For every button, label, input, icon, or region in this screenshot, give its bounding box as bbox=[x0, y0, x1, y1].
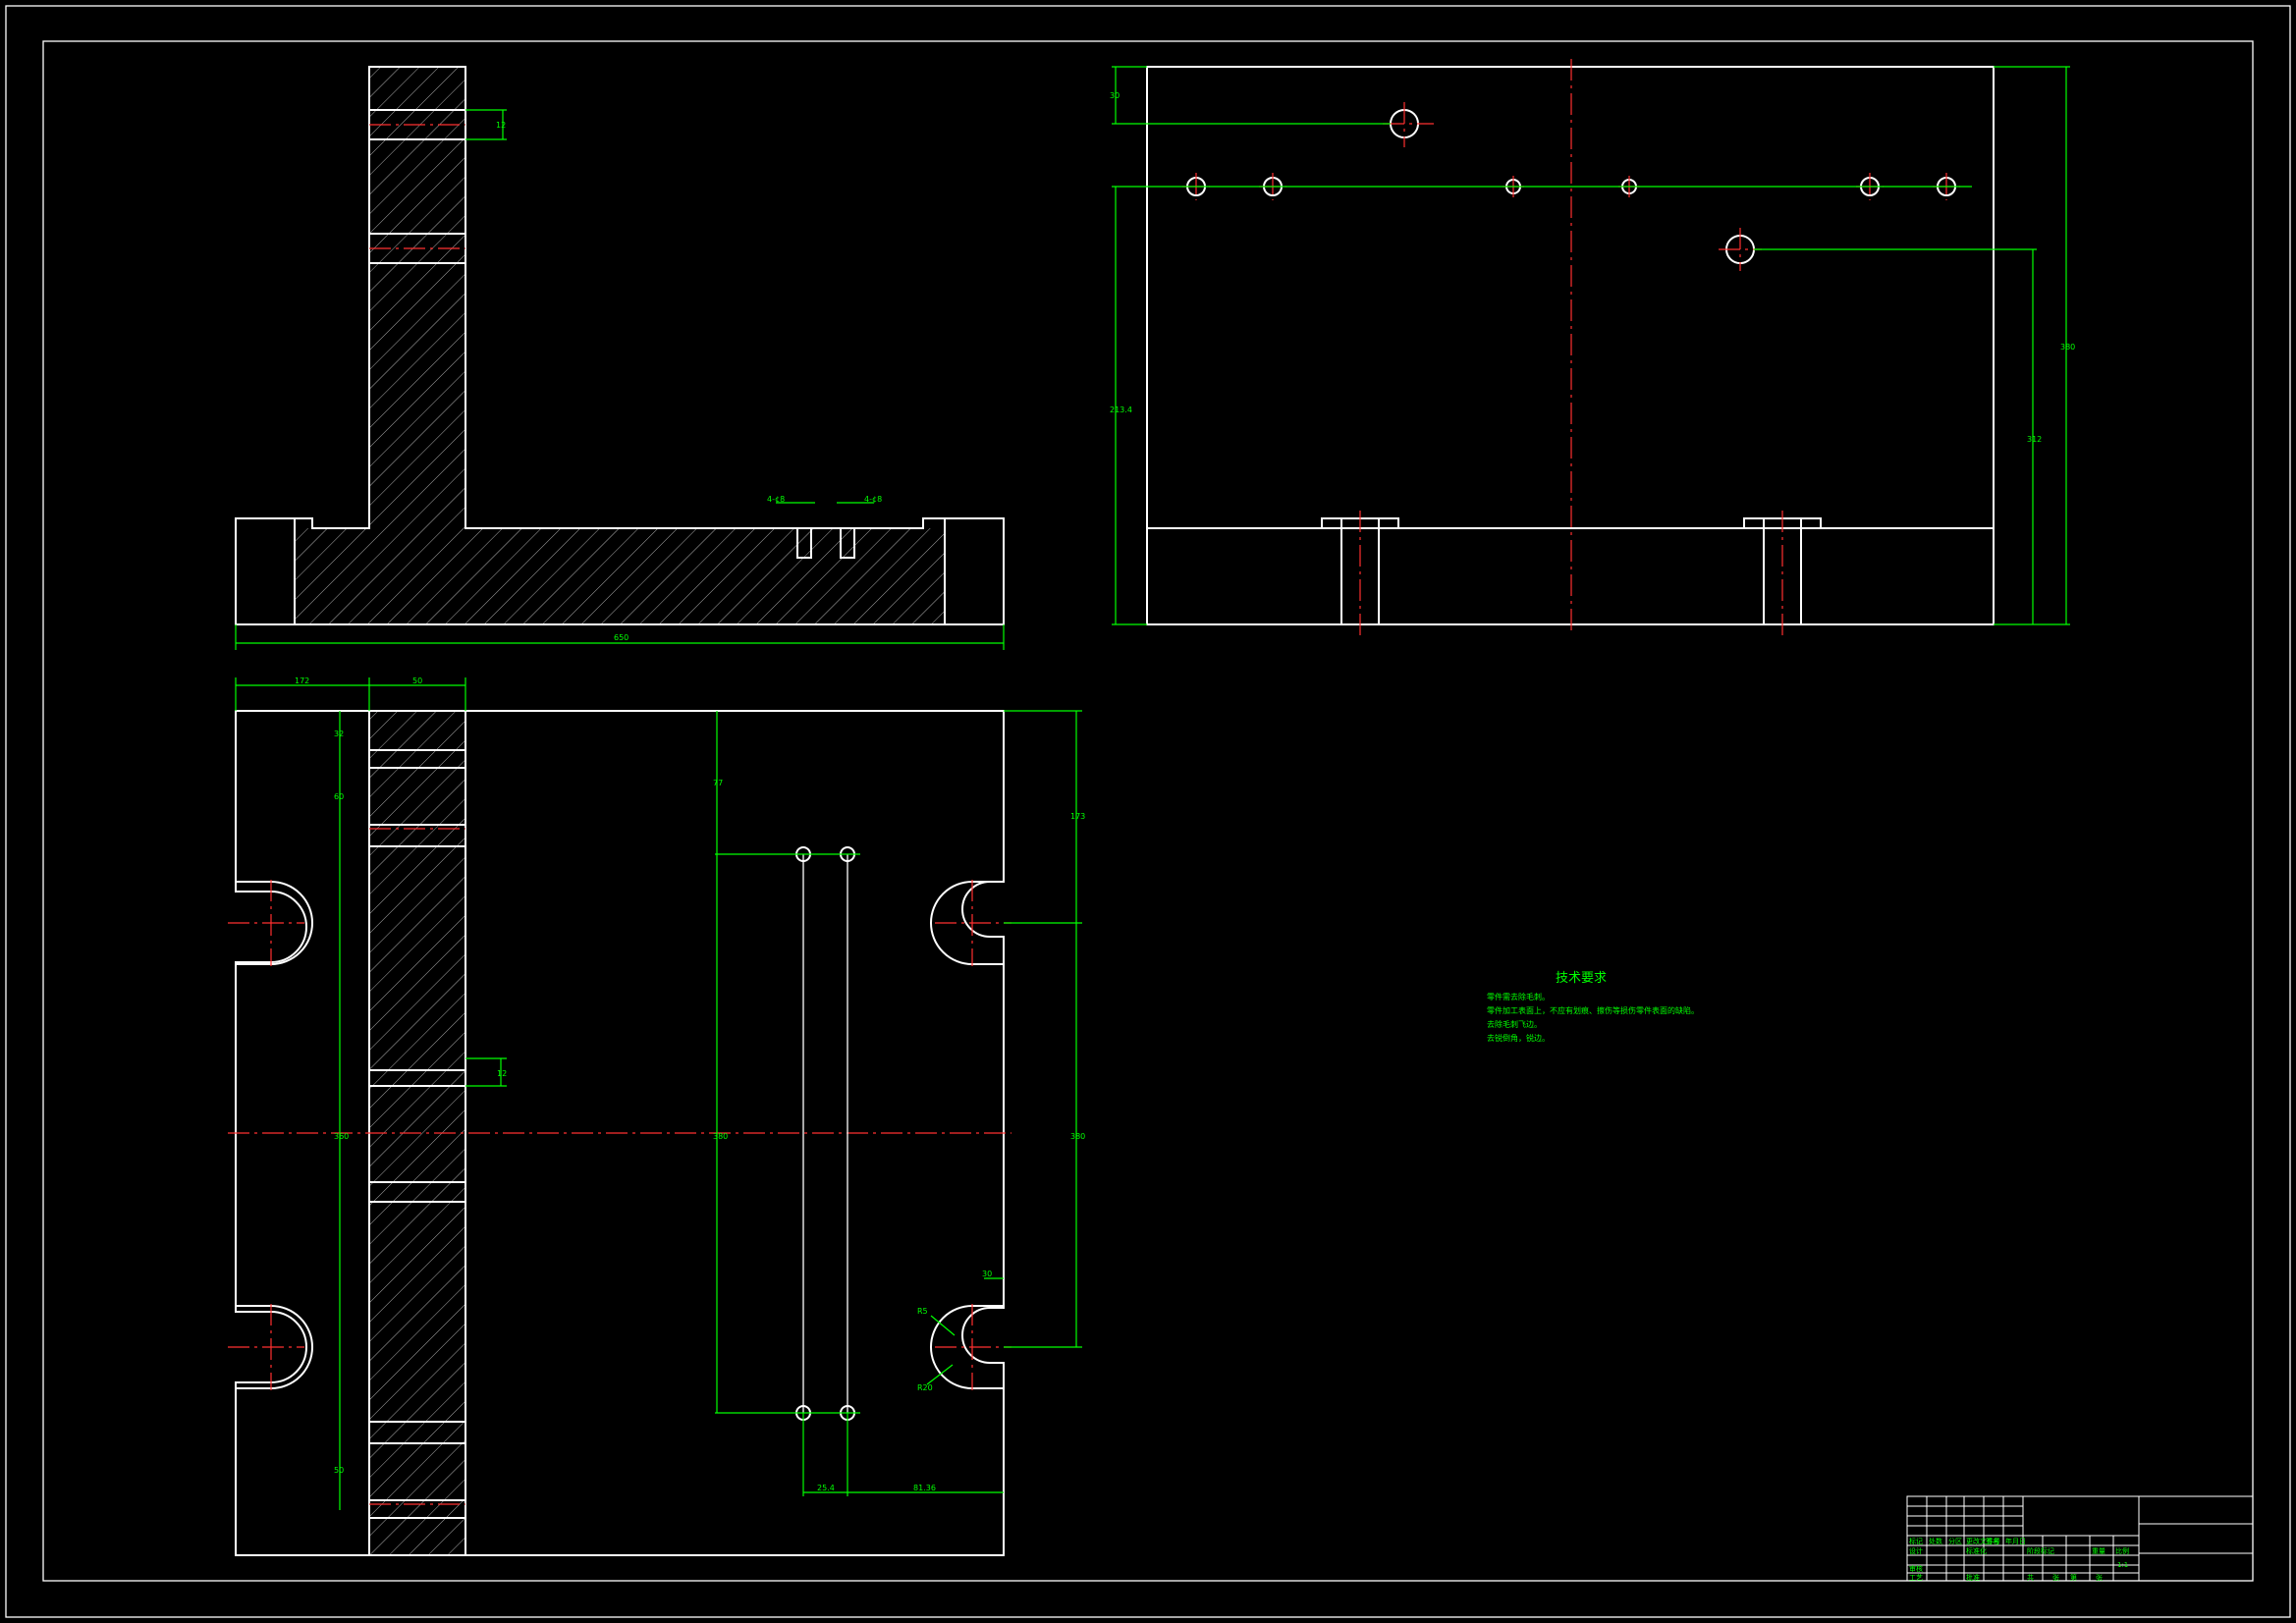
plan-rad2-dim: R20 bbox=[917, 1383, 933, 1392]
tb-cell-13: 批准 bbox=[1966, 1573, 1980, 1582]
front-slot-dim-2: 4-¢8 bbox=[864, 495, 882, 504]
side-top-dim: 30 bbox=[1110, 91, 1120, 100]
tb-cell-11: 审核 bbox=[1909, 1564, 1923, 1573]
front-hole-dim: 12 bbox=[496, 121, 506, 130]
plan-inner-dim: 380 bbox=[713, 1132, 728, 1141]
tb-cell-4: 签名 bbox=[1986, 1537, 1999, 1545]
plan-left-dim-1: 32 bbox=[334, 730, 344, 738]
notes-line-1: 零件需去除毛刺。 bbox=[1487, 992, 1550, 1001]
front-width-dim: 650 bbox=[614, 633, 629, 642]
notes-line-2: 零件加工表面上，不应有划痕、擦伤等损伤零件表面的缺陷。 bbox=[1487, 1005, 1699, 1015]
front-post-section bbox=[369, 67, 465, 528]
title-block[interactable]: 标记 处数 分区 更改文件号 签名 年月日 设计 标准化 阶段标记 重量 比例 … bbox=[1906, 1495, 2254, 1582]
notes-line-4: 去锐倒角，锐边。 bbox=[1487, 1033, 1550, 1043]
plan-inner-top-dim: 77 bbox=[713, 779, 723, 787]
plan-right-dim-1: 173 bbox=[1070, 812, 1085, 821]
tb-cell-2: 分区 bbox=[1948, 1537, 1962, 1545]
plan-left-dim-2: 60 bbox=[334, 792, 344, 801]
front-base-slot-2 bbox=[840, 527, 855, 559]
plan-bot-dim-a: 25.4 bbox=[817, 1484, 835, 1492]
tb-cell-5: 年月日 bbox=[2005, 1537, 2026, 1545]
tb-cell-8: 阶段标记 bbox=[2027, 1546, 2054, 1555]
side-right-mid-dim: 312 bbox=[2027, 435, 2042, 444]
plan-top-dim-b: 50 bbox=[412, 676, 422, 685]
front-base-section bbox=[295, 528, 945, 624]
tb-cell-16: 第 bbox=[2070, 1573, 2077, 1582]
front-view: 650 12 4-¢8 4-¢8 bbox=[235, 66, 1005, 650]
side-view-plate bbox=[1146, 66, 1995, 529]
tb-cell-15: 张 bbox=[2052, 1573, 2059, 1582]
front-base-slot-1 bbox=[796, 527, 812, 559]
notes-title: 技术要求 bbox=[1556, 971, 1607, 986]
inner-drawing-frame bbox=[42, 40, 2254, 1582]
plan-rad-dim: R5 bbox=[917, 1307, 928, 1316]
tb-cell-10: 比例 bbox=[2115, 1546, 2129, 1555]
tb-cell-scale: 1:1 bbox=[2117, 1561, 2128, 1569]
tb-cell-12: 工艺 bbox=[1909, 1574, 1923, 1582]
side-view: 30 213.4 380 312 bbox=[1110, 59, 2075, 636]
tb-cell-6: 设计 bbox=[1909, 1546, 1923, 1555]
plan-top-dim-a: 172 bbox=[295, 676, 309, 685]
plan-left-dim-3: 360 bbox=[334, 1132, 349, 1141]
plan-right-dim-2: 380 bbox=[1070, 1132, 1085, 1141]
plan-view: 172 50 32 60 360 50 12 173 380 77 380 25… bbox=[228, 676, 1085, 1556]
outer-sheet-border bbox=[5, 5, 2291, 1618]
plan-mid-dim: 12 bbox=[497, 1069, 507, 1078]
side-hole-row bbox=[1182, 173, 1972, 200]
plan-bot-dim-b: 81.36 bbox=[913, 1484, 936, 1492]
side-left-dim: 213.4 bbox=[1110, 406, 1132, 414]
plan-rad3-dim: 30 bbox=[982, 1270, 992, 1278]
tb-cell-14: 共 bbox=[2027, 1573, 2034, 1582]
tb-cell-1: 处数 bbox=[1929, 1537, 1942, 1545]
side-view-base bbox=[1146, 528, 1995, 625]
tb-cell-3: 更改文件号 bbox=[1966, 1537, 2000, 1545]
tb-cell-0: 标记 bbox=[1909, 1537, 1923, 1545]
notes-line-3: 去除毛刺飞边。 bbox=[1487, 1019, 1542, 1029]
side-right-tall-dim: 380 bbox=[2060, 343, 2075, 352]
front-slot-dim-1: 4-¢8 bbox=[767, 495, 785, 504]
tb-cell-17: 张 bbox=[2096, 1573, 2103, 1582]
tb-cell-7: 标准化 bbox=[1966, 1546, 1987, 1555]
plan-left-dim-4: 50 bbox=[334, 1466, 344, 1475]
tb-cell-9: 重量 bbox=[2092, 1547, 2105, 1555]
technical-notes: 技术要求 零件需去除毛刺。 零件加工表面上，不应有划痕、擦伤等损伤零件表面的缺陷… bbox=[1487, 971, 1699, 1043]
